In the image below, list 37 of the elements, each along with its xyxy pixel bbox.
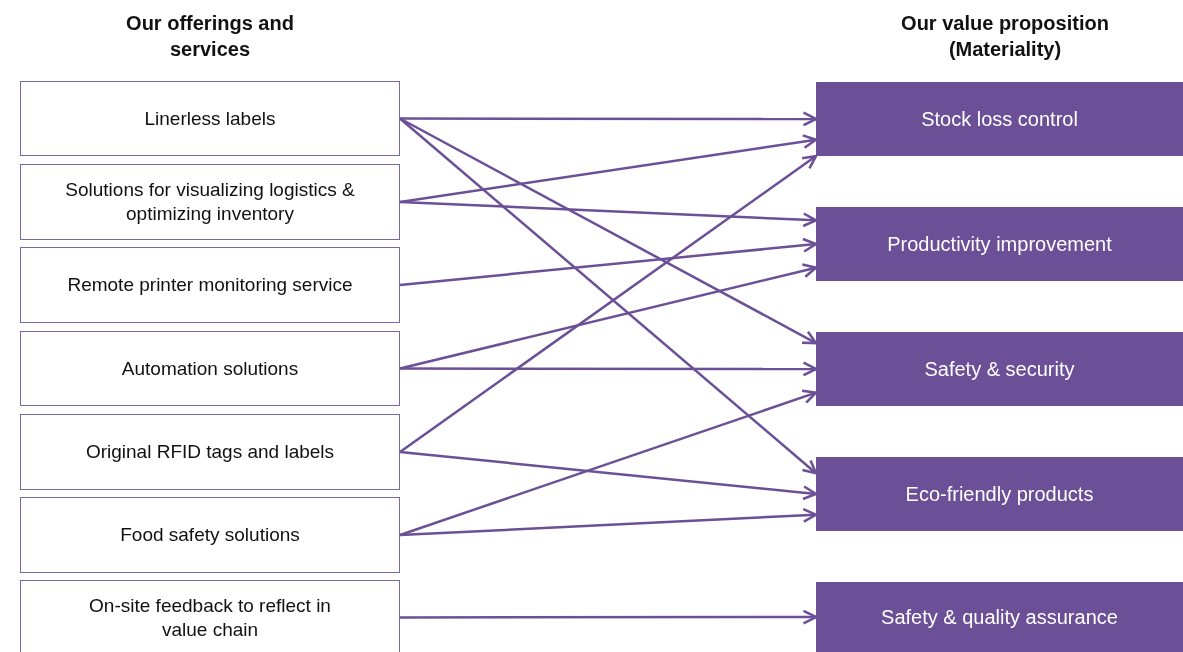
offering-box: [20, 164, 400, 240]
node-label: Eco-friendly products: [905, 482, 1094, 506]
value-box: [816, 457, 1183, 531]
arrow: [399, 154, 818, 453]
arrow: [399, 200, 818, 228]
node-label: Food safety solutions: [120, 523, 300, 547]
value-box: [816, 582, 1183, 652]
offering-box: [20, 247, 400, 323]
offering-box: [20, 497, 400, 573]
offering-box: [20, 414, 400, 490]
node-label: Linerless labels: [144, 106, 276, 131]
node-label: Safety & quality assurance: [881, 605, 1118, 629]
arrow: [399, 237, 818, 287]
arrow: [400, 111, 818, 127]
column-heading: Our value proposition (Materiality): [900, 11, 1110, 62]
node-label: Productivity improvement: [887, 232, 1112, 256]
column-heading: Our offerings and services: [125, 11, 295, 62]
arrow: [400, 609, 818, 625]
offering-box: [20, 331, 400, 406]
node-label: Original RFID tags and labels: [85, 440, 335, 464]
arrow: [399, 117, 818, 475]
node-label: On-site feedback to reflect in value chain: [88, 593, 332, 642]
node-label: Solutions for visualizing logistics & optimizing inventory: [64, 178, 356, 226]
arrow: [400, 361, 818, 377]
value-box: [816, 207, 1183, 281]
value-box: [816, 82, 1183, 156]
offering-box: [20, 81, 400, 156]
arrow: [399, 389, 818, 537]
arrow: [399, 134, 818, 204]
arrow: [399, 450, 818, 501]
node-label: Automation solutions: [121, 356, 299, 381]
value-box: [816, 332, 1183, 406]
node-label: Safety & security: [924, 357, 1075, 381]
arrow: [399, 507, 818, 537]
node-label: Remote printer monitoring service: [67, 273, 353, 297]
offering-box: [20, 580, 400, 652]
node-label: Stock loss control: [921, 107, 1078, 131]
